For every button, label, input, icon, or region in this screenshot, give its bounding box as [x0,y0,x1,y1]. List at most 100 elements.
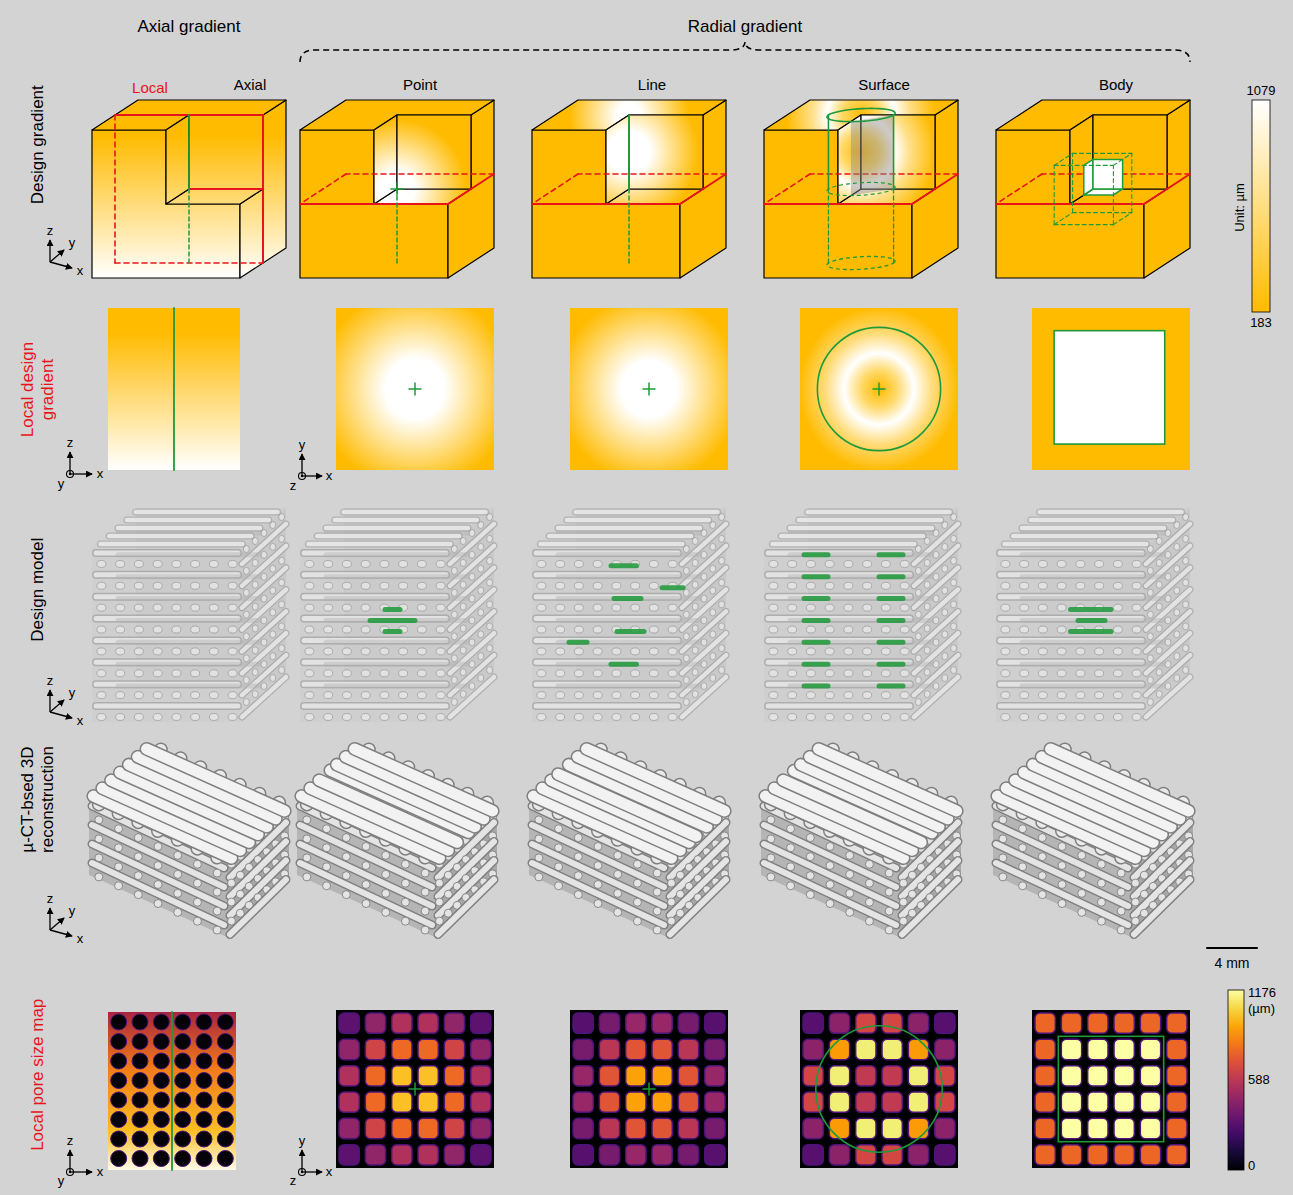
strut-end [668,692,677,699]
strut-end [942,675,948,682]
strut-end [193,860,201,868]
strut-end [863,626,872,633]
section-line-hidden [114,115,116,263]
strut-end [574,626,583,633]
axis-label: y [69,686,76,701]
pore [829,1118,849,1138]
strut [450,677,494,717]
strut-end [460,603,466,610]
strut-end [469,617,475,624]
strut [450,590,494,630]
strut-end [806,626,815,633]
pore [705,1013,725,1033]
strut-end [1174,675,1180,682]
pore [1167,1013,1187,1033]
pore [652,1145,672,1165]
strut-end [1078,889,1086,897]
strut-end [1095,670,1104,677]
pore [599,1092,619,1112]
model-top [996,508,1190,548]
pore [829,1039,849,1059]
strut-end [323,882,331,890]
strut [540,542,682,547]
strut-end [1132,692,1141,699]
strut-end [593,560,602,567]
strut-end [1165,639,1171,646]
strut-end [899,879,907,887]
strut-end [209,604,218,611]
strut-end [1020,560,1029,567]
strut-end [594,900,602,908]
strut-end [826,843,834,851]
strut-end [633,898,641,906]
graded-strut [804,574,828,579]
strut-end [478,565,484,572]
strut-end [555,882,563,890]
strut [914,546,958,586]
axis-label: x [326,1165,333,1180]
pore [599,1145,619,1165]
strut-end [399,692,408,699]
strut-section [153,1053,169,1069]
pore [829,1092,849,1112]
colorbar-max: 1079 [1247,84,1276,99]
graded-strut [804,684,828,689]
strut [1031,517,1173,524]
strut-end [191,604,200,611]
strut-end [380,714,389,721]
strut-end [942,653,948,660]
strut-end [653,926,661,934]
strut-end [279,557,285,564]
pore [392,1092,412,1112]
strut-end [933,661,939,668]
strut-section [111,1131,127,1147]
gradient-map [800,308,958,470]
strut-end [924,625,930,632]
strut-end [556,648,565,655]
pore [365,1013,385,1033]
strut-end [942,631,948,638]
strut-end [209,582,218,589]
strut-end [1020,714,1029,721]
strut-end [900,648,909,655]
strut [567,517,709,524]
pore [829,1013,849,1033]
strut-end [134,604,143,611]
strut [1146,611,1190,651]
strut-end [172,714,181,721]
strut-end [417,648,426,655]
strut-end [1165,551,1171,558]
strut-end [593,670,602,677]
scale-bar-label: 4 mm [1215,955,1250,971]
axes [50,908,72,936]
cylinder-outline-hidden [828,189,829,263]
pore [803,1145,823,1165]
strut-end [710,543,716,550]
core-outline-hidden [1072,153,1073,212]
strut [682,655,726,695]
axis-arrow [50,250,64,262]
section-line [996,203,1144,205]
gradient-axis [173,308,175,470]
cylinder-outline-hidden [827,256,895,269]
strut [549,533,691,540]
strut-end [342,692,351,699]
strut-end [305,626,314,633]
strut-end [806,692,815,699]
strut [304,704,446,709]
pore [856,1039,876,1059]
row-label: Local pore size map [28,999,48,1151]
strut-section [153,1034,169,1050]
strut [355,749,493,811]
pore [626,1145,646,1165]
strut-end [324,670,333,677]
strut-end [193,879,201,887]
pore [1035,1066,1055,1086]
strut [682,677,726,717]
strut-end [436,648,445,655]
pore [1035,1118,1055,1138]
cube-face [1070,115,1093,204]
strut-end [710,675,716,682]
strut [230,880,286,935]
strut [558,640,700,645]
